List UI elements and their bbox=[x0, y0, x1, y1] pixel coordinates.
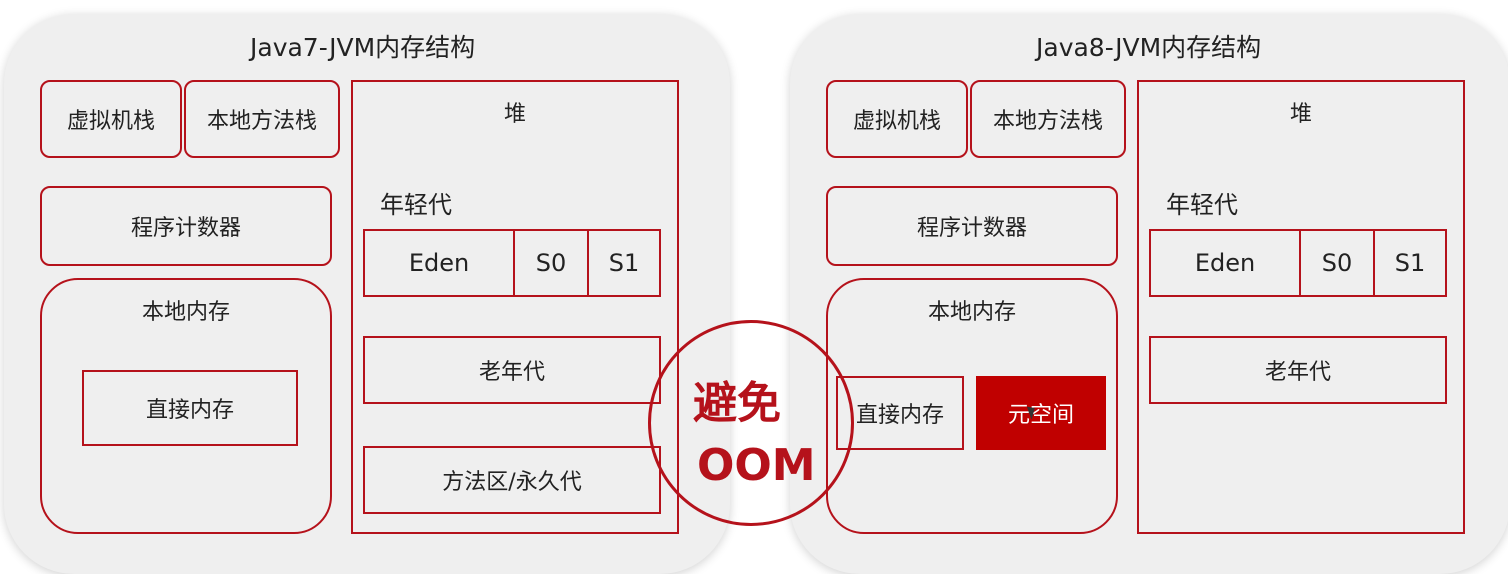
java8-s1: S1 bbox=[1394, 249, 1426, 277]
java8-heap-label: 堆 bbox=[1289, 102, 1312, 127]
java8-eden: Eden bbox=[1151, 231, 1301, 295]
java8-heap: 堆 bbox=[1137, 80, 1465, 534]
java7-young-gen-row: Eden S0 S1 bbox=[363, 229, 661, 297]
java8-young-gen-row: Eden S0 S1 bbox=[1149, 229, 1447, 297]
oom-label: OOM bbox=[697, 440, 816, 491]
java8-title: Java8-JVM内存结构 bbox=[1036, 33, 1262, 62]
java7-s1: S1 bbox=[608, 249, 640, 277]
java8-vm-stack: 虚拟机栈 bbox=[826, 80, 968, 158]
java7-native-memory: 本地内存 bbox=[40, 278, 332, 534]
java8-metaspace: 元空间 bbox=[976, 376, 1106, 450]
java7-native-memory-label: 本地内存 bbox=[141, 300, 230, 325]
java8-s0: S0 bbox=[1301, 231, 1375, 295]
java7-program-counter: 程序计数器 bbox=[40, 186, 332, 266]
oom-circle bbox=[648, 320, 854, 526]
java7-vm-stack: 虚拟机栈 bbox=[40, 80, 182, 158]
java7-method-area: 方法区/永久代 bbox=[363, 446, 661, 514]
java8-program-counter: 程序计数器 bbox=[826, 186, 1118, 266]
java7-heap: 堆 bbox=[351, 80, 679, 534]
java7-title: Java7-JVM内存结构 bbox=[250, 33, 476, 62]
java7-old-gen: 老年代 bbox=[363, 336, 661, 404]
java7-eden: Eden bbox=[365, 231, 515, 295]
java7-s0: S0 bbox=[515, 231, 589, 295]
java8-native-method-stack: 本地方法栈 bbox=[970, 80, 1126, 158]
java8-native-memory-label: 本地内存 bbox=[927, 300, 1016, 325]
java8-direct-memory: 直接内存 bbox=[836, 376, 964, 450]
java8-old-gen: 老年代 bbox=[1149, 336, 1447, 404]
avoid-label: 避免 bbox=[693, 378, 781, 429]
java8-young-gen-label: 年轻代 bbox=[1166, 191, 1238, 219]
java7-panel bbox=[4, 14, 730, 574]
java7-young-gen-label: 年轻代 bbox=[380, 191, 452, 219]
java7-direct-memory: 直接内存 bbox=[82, 370, 298, 446]
java7-native-method-stack: 本地方法栈 bbox=[184, 80, 340, 158]
java7-heap-label: 堆 bbox=[503, 102, 526, 127]
